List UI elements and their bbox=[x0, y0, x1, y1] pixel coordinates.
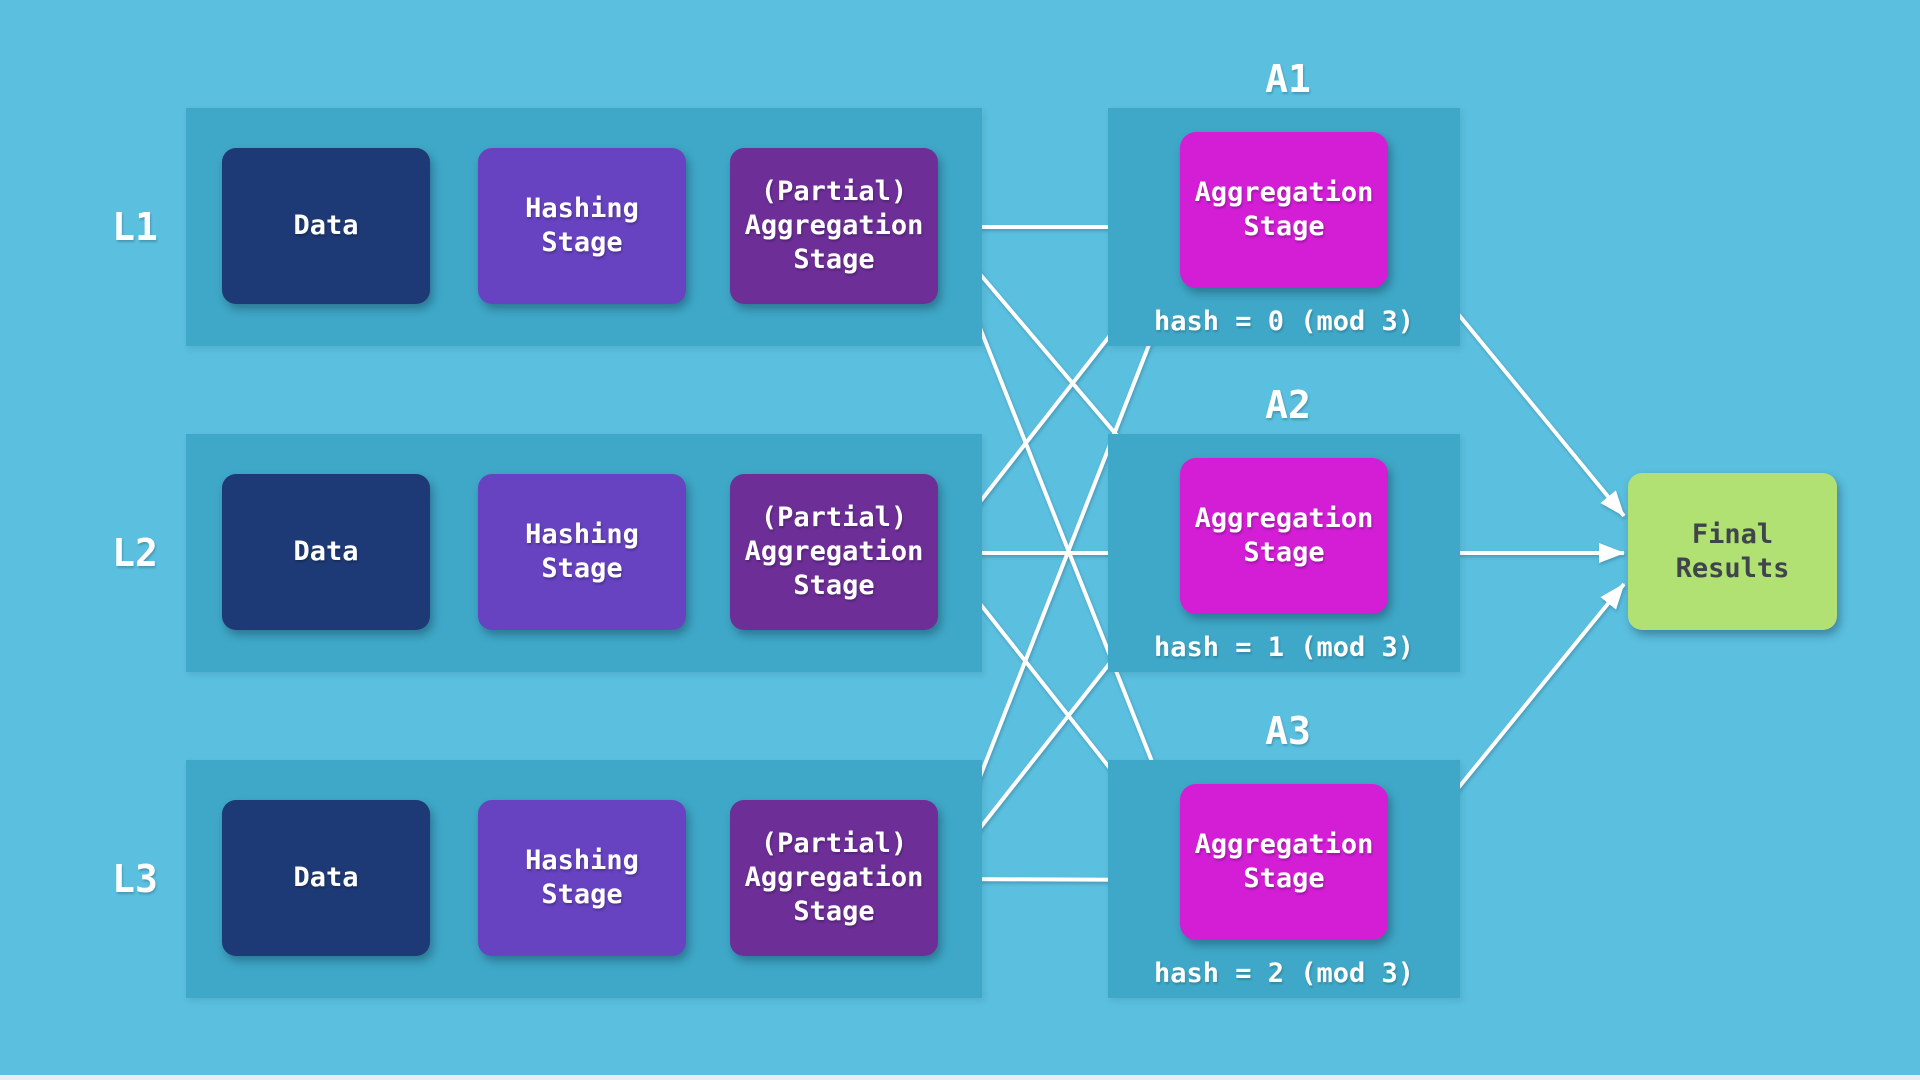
lane-label-l1: L1 bbox=[112, 205, 158, 249]
node-partial-aggregation-l1: (Partial) Aggregation Stage bbox=[730, 148, 938, 304]
node-aggregation-stage-a3: Aggregation Stage bbox=[1180, 784, 1388, 940]
node-partial-aggregation-l3: (Partial) Aggregation Stage bbox=[730, 800, 938, 956]
aggregator-label-a3: A3 bbox=[1265, 709, 1311, 753]
lane-label-l2: L2 bbox=[112, 531, 158, 575]
node-data-l1: Data bbox=[222, 148, 430, 304]
aggregator-label-a1: A1 bbox=[1265, 57, 1311, 101]
node-final-results: Final Results bbox=[1628, 473, 1837, 630]
node-hashing-stage-l3: Hashing Stage bbox=[478, 800, 686, 956]
node-aggregation-stage-a2: Aggregation Stage bbox=[1180, 458, 1388, 614]
aggregator-label-a2: A2 bbox=[1265, 383, 1311, 427]
lane-label-l3: L3 bbox=[112, 857, 158, 901]
node-partial-aggregation-l2: (Partial) Aggregation Stage bbox=[730, 474, 938, 630]
node-data-l2: Data bbox=[222, 474, 430, 630]
hash-label-a1: hash = 0 (mod 3) bbox=[1153, 306, 1415, 337]
hash-label-a3: hash = 2 (mod 3) bbox=[1153, 958, 1415, 989]
node-data-l3: Data bbox=[222, 800, 430, 956]
hash-label-a2: hash = 1 (mod 3) bbox=[1153, 632, 1415, 663]
node-hashing-stage-l2: Hashing Stage bbox=[478, 474, 686, 630]
node-hashing-stage-l1: Hashing Stage bbox=[478, 148, 686, 304]
bottom-edge-strip bbox=[0, 1075, 1920, 1080]
node-aggregation-stage-a1: Aggregation Stage bbox=[1180, 132, 1388, 288]
